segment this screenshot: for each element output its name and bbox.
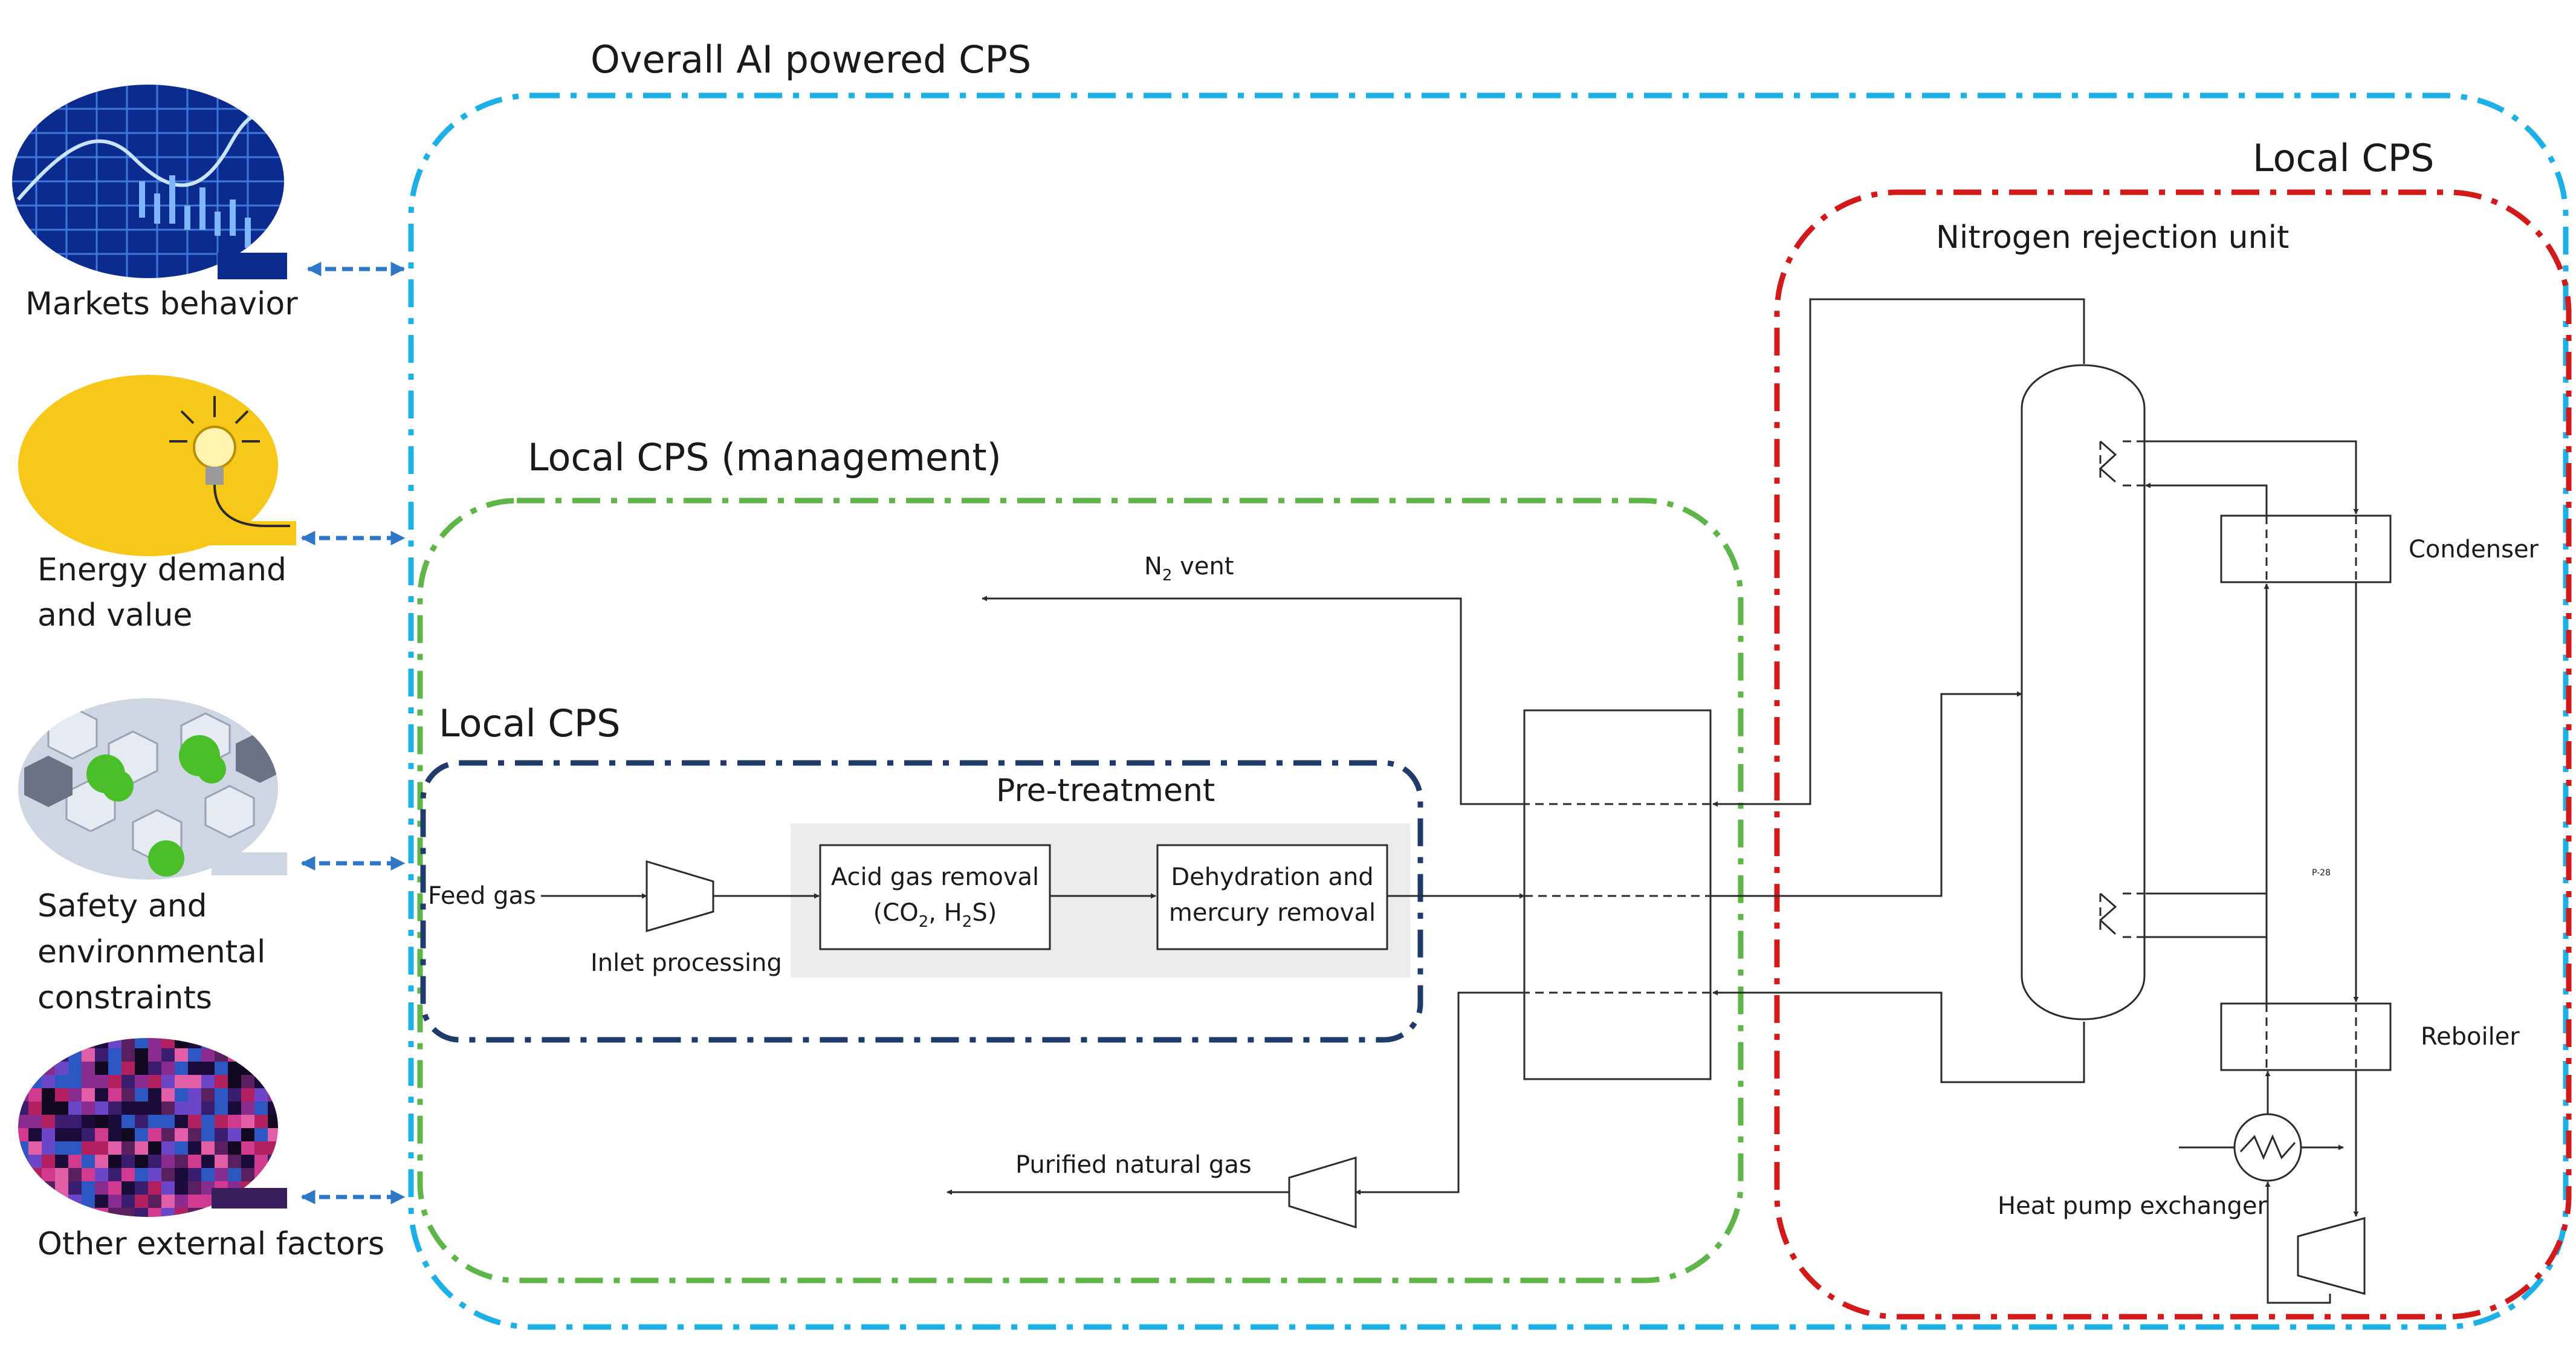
bottom-coil	[2099, 892, 2117, 935]
condenser-label: Condenser	[2409, 536, 2539, 563]
reboiler-return-line	[2146, 892, 2268, 1004]
safety-label-line1: Safety and	[37, 888, 207, 924]
overall-cps-boundary	[408, 92, 2569, 1330]
feed-to-column-stream	[1710, 691, 2022, 897]
reboiler	[2220, 1002, 2392, 1071]
dehydration-label-line1: Dehydration and	[1171, 863, 1373, 891]
condenser-to-top-coil	[2145, 482, 2268, 516]
purified-gas-label: Purified natural gas	[1015, 1151, 1252, 1179]
dehydration-label-line2: mercury removal	[1169, 899, 1376, 927]
heat-pump-compressor	[2297, 1217, 2366, 1295]
product-gas-line	[1355, 991, 1524, 1195]
energy-demand-label-line1: Energy demand	[37, 552, 286, 588]
distillation-column	[2021, 364, 2146, 1020]
n2-vent-stream	[982, 595, 1524, 805]
green-hexagon-image	[18, 698, 287, 880]
reboiler-label: Reboiler	[2421, 1023, 2520, 1051]
markets-behavior-label: Markets behavior	[25, 286, 298, 322]
heat-pump-coil	[2239, 1134, 2296, 1160]
heat-pump-label: Heat pump exchanger	[1998, 1192, 2267, 1220]
product-compressor	[1288, 1156, 1357, 1229]
condenser	[2220, 514, 2392, 583]
inlet-compressor	[646, 860, 714, 932]
management-cps-boundary	[417, 498, 1744, 1283]
top-coil-to-condenser	[2144, 440, 2359, 514]
safety-label-line3: constraints	[37, 980, 212, 1016]
tag-label: P-28	[2312, 868, 2331, 878]
acid-gas-species-label: (CO2, H2S)	[873, 899, 997, 931]
local-cps-nru-boundary	[1774, 189, 2572, 1320]
lightbulb-image	[18, 375, 296, 556]
market-chart-image	[12, 85, 287, 279]
column-overhead-line	[1717, 298, 2085, 805]
pretreatment-cps-boundary	[420, 760, 1423, 1043]
acid-gas-removal-unit	[819, 844, 1051, 950]
column-bottoms-line	[1717, 991, 2085, 1083]
nru-title: Nitrogen rejection unit	[1936, 219, 2289, 256]
pretreatment-cps-title: Local CPS	[439, 701, 620, 745]
compressor-to-heat-pump	[2265, 1181, 2331, 1304]
overall-cps-title: Overall AI powered CPS	[591, 37, 1031, 82]
management-cps-title: Local CPS (management)	[528, 435, 1002, 479]
acid-gas-removal-label: Acid gas removal	[831, 863, 1039, 891]
energy-demand-label-line2: and value	[37, 597, 192, 634]
main-heat-exchanger	[1523, 709, 1712, 1080]
safety-label-line2: environmental	[37, 934, 265, 970]
dehydration-mercury-unit	[1156, 844, 1388, 950]
top-coil	[2099, 440, 2117, 483]
feed-gas-label: Feed gas	[428, 882, 536, 910]
inlet-processing-label: Inlet processing	[591, 949, 782, 977]
pixel-mosaic-image	[18, 1038, 287, 1217]
n2-vent-label: N2 vent	[1144, 553, 1234, 585]
pretreatment-title: Pre-treatment	[996, 773, 1215, 809]
other-factors-label: Other external factors	[37, 1226, 384, 1262]
local-cps-nru-title: Local CPS	[2253, 136, 2434, 180]
